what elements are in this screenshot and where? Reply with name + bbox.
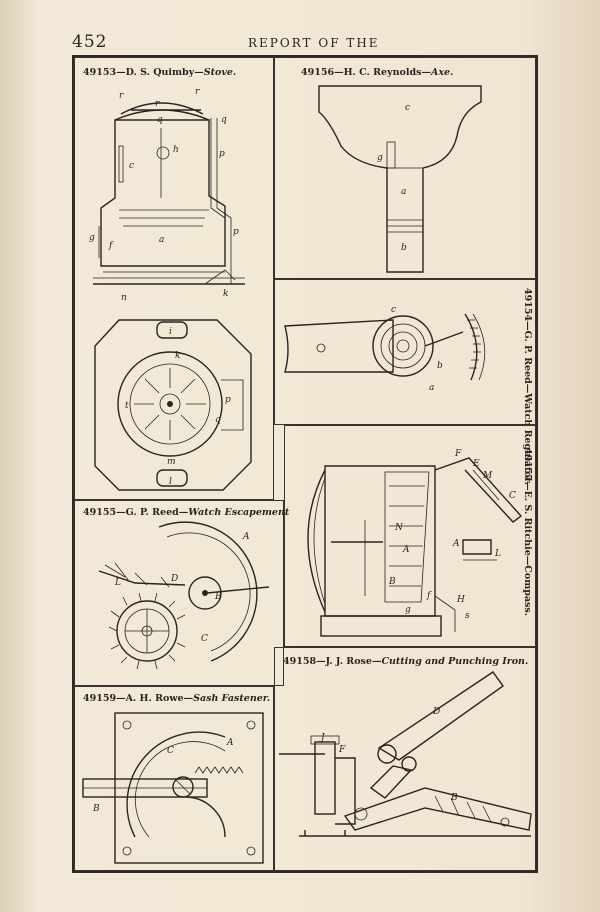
figure-label: f	[108, 241, 114, 251]
figure-label: A	[452, 539, 460, 549]
figure-label: F	[338, 745, 346, 755]
figure-label: n	[121, 293, 127, 303]
figure-label: A	[226, 738, 234, 748]
figure-label: B	[92, 804, 100, 814]
compass-drawing: F E M C N A A L B H g f s	[307, 449, 523, 637]
plate-frame: 49153—D. S. Quimby—Stove. r r r q q	[72, 55, 538, 873]
panel-watch-regulator: 49154—G. P. Reed—Watch Regulator. c a b	[274, 279, 536, 485]
panel-stove: 49153—D. S. Quimby—Stove. r r r q q	[74, 57, 274, 500]
figure-label: q	[221, 115, 227, 125]
figure-label: c	[391, 305, 396, 315]
figure-label: k	[175, 351, 180, 361]
figure-label: m	[167, 457, 176, 467]
figure-label: D	[432, 707, 440, 717]
figure-label: l	[169, 477, 172, 487]
figure-label: q	[157, 115, 163, 125]
figure-label: C	[201, 634, 208, 644]
figure-label: t	[125, 401, 129, 411]
figure-label: i	[169, 327, 172, 337]
watch-regulator-drawing: c a b	[284, 305, 486, 393]
figure-label: L	[114, 578, 121, 588]
figure-label: g	[89, 233, 95, 243]
figure-label: a	[401, 187, 406, 197]
panel-axe: 49156—H. C. Reynolds—Axe. c g a b	[274, 57, 536, 279]
figure-label: L	[494, 549, 501, 559]
figure-label: N	[394, 523, 404, 533]
figure-label: M	[482, 471, 493, 481]
axe-drawing: c g a b	[318, 85, 482, 273]
caption-49155: 49155—G. P. Reed—Watch Escapement	[83, 507, 290, 518]
figure-label: D	[170, 574, 178, 584]
figure-label: h	[173, 145, 179, 155]
figure-label: c	[129, 161, 134, 171]
panel-punching-iron: 49158—J. J. Rose—Cutting and Punching Ir…	[274, 647, 536, 871]
figure-label: p	[219, 149, 225, 159]
sash-fastener-drawing: C A B	[82, 712, 264, 864]
page-number: 452	[72, 32, 108, 52]
figure-label: C	[509, 491, 516, 501]
figure-label: r	[195, 87, 200, 97]
figure-label: F	[454, 449, 462, 459]
label-stove: r	[119, 91, 124, 101]
figure-label: E	[472, 459, 480, 469]
figure-label: J	[319, 733, 326, 743]
figure-label: c	[405, 103, 410, 113]
figure-label: A	[242, 532, 250, 542]
figure-label: A	[402, 545, 410, 555]
figure-label: p	[233, 227, 239, 237]
figure-label: B	[214, 592, 222, 602]
figure-label: g	[405, 605, 411, 615]
figure-label: B	[388, 577, 396, 587]
panel-compass: 49157—E. S. Ritchie—Compass. F E M C	[284, 425, 536, 647]
stove-top-drawing: i k t p q m l	[94, 319, 252, 491]
figure-label: B	[450, 793, 458, 803]
caption-49153: 49153—D. S. Quimby—Stove.	[83, 67, 237, 78]
stove-side-drawing: r r r q q c h p g f a p n k	[89, 87, 245, 303]
figure-label: b	[401, 243, 407, 253]
figure-label: H	[456, 595, 465, 605]
figure-label: q	[215, 415, 221, 425]
figure-label: r	[155, 99, 160, 109]
figure-label: a	[429, 383, 434, 393]
figure-label: g	[377, 153, 383, 163]
punching-iron-drawing: J F D B	[279, 671, 532, 837]
running-head: REPORT OF THE	[248, 36, 380, 50]
figure-label: s	[465, 611, 470, 621]
panel-watch-escapement: 49155—G. P. Reed—Watch Escapement A L D …	[74, 500, 289, 686]
figure-label: a	[159, 235, 164, 245]
figure-label: f	[426, 591, 432, 601]
figure-label: C	[167, 746, 174, 756]
panel-sash-fastener: 49159—A. H. Rowe—Sash Fastener. C A B	[74, 686, 274, 871]
figure-label: p	[225, 395, 231, 405]
caption-49158: 49158—J. J. Rose—Cutting and Punching Ir…	[283, 656, 529, 667]
caption-49156: 49156—H. C. Reynolds—Axe.	[301, 67, 454, 78]
watch-escapement-drawing: A L D B C	[98, 521, 270, 670]
figure-label: b	[437, 361, 443, 371]
figure-label: k	[223, 289, 228, 299]
caption-49159: 49159—A. H. Rowe—Sash Fastener.	[83, 693, 271, 704]
